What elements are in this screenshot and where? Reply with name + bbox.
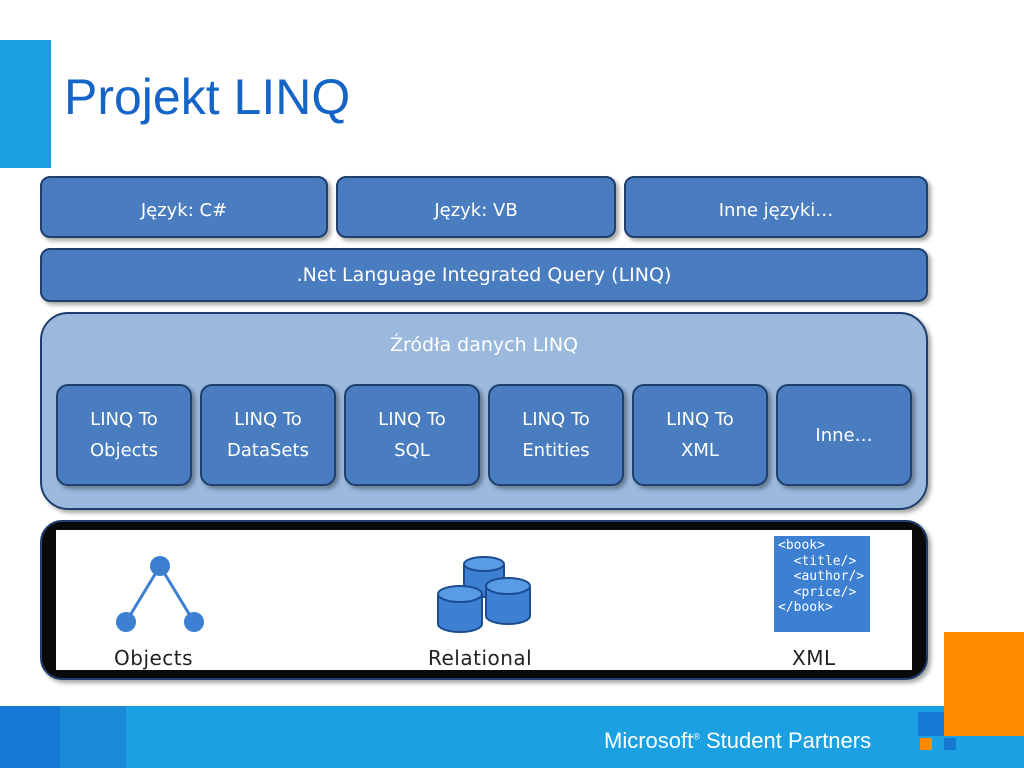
relational-label: Relational [428, 646, 533, 670]
title-accent-bar [0, 40, 51, 168]
source-label: Inne… [815, 424, 873, 446]
source-label: LINQ To DataSets [227, 409, 309, 461]
footer-product: Student Partners [699, 728, 872, 753]
source-objects-box: LINQ To Objects [56, 384, 192, 486]
data-sources-title: Źródła danych LINQ [389, 334, 579, 356]
source-sql-box: LINQ To SQL [344, 384, 480, 486]
source-label: LINQ To SQL [378, 409, 446, 461]
database-icon [437, 556, 531, 633]
footer-bar [0, 706, 1024, 768]
objects-label: Objects [114, 646, 194, 670]
footer-brand-name: Microsoft [604, 728, 694, 753]
language-label: Język: C# [140, 200, 228, 221]
footer-accent-mid [60, 706, 126, 768]
source-entities-box: LINQ To Entities [488, 384, 624, 486]
source-label: LINQ To Entities [522, 409, 590, 461]
db-cylinder [437, 556, 531, 633]
language-vb-box: Język: VB [336, 176, 616, 238]
data-types-canvas: Objects Relational <book> <title/> <auth… [56, 530, 912, 670]
registered-mark: ® [693, 731, 700, 742]
source-label: LINQ To XML [666, 409, 734, 461]
linq-bar: .Net Language Integrated Query (LINQ) [40, 248, 928, 302]
source-other-box: Inne… [776, 384, 912, 486]
footer-accent-dark [0, 706, 60, 768]
data-types-panel: Objects Relational <book> <title/> <auth… [40, 520, 928, 680]
objects-graph-icon [116, 556, 204, 632]
source-xml-box: LINQ To XML [632, 384, 768, 486]
xml-label: XML [792, 646, 836, 670]
source-datasets-box: LINQ To DataSets [200, 384, 336, 486]
language-other-box: Inne języki… [624, 176, 928, 238]
source-label: LINQ To Objects [89, 409, 158, 461]
language-label: Inne języki… [718, 200, 834, 221]
linq-bar-label: .Net Language Integrated Query (LINQ) [296, 264, 672, 286]
footer-brand: Microsoft® Student Partners [604, 728, 871, 754]
language-label: Język: VB [434, 200, 518, 221]
language-csharp-box: Język: C# [40, 176, 328, 238]
xml-document-icon: <book> <title/> <author/> <price/> </boo… [774, 536, 870, 632]
slide-title: Projekt LINQ [64, 69, 351, 125]
